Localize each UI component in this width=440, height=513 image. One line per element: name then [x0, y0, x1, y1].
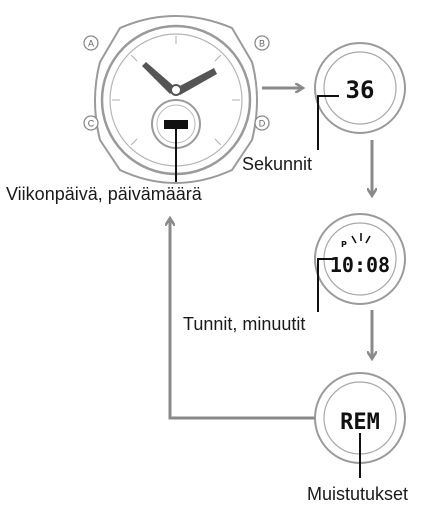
pm-indicator: P [341, 240, 347, 249]
subdial-time: P 10:08 [314, 213, 406, 312]
time-callout-line [317, 258, 334, 312]
caption-reminders: Muistutukset [307, 484, 409, 504]
svg-text:B: B [259, 39, 265, 49]
arrow-return-to-watch [170, 219, 315, 420]
watch-minute-marks [112, 36, 240, 146]
dial-display [164, 120, 188, 129]
reminder-display: REM [340, 410, 380, 435]
watch-hands [142, 62, 217, 96]
seconds-display: 36 [346, 76, 375, 104]
svg-text:A: A [88, 39, 94, 49]
flow-arrows [170, 88, 372, 420]
seconds-callout-line [317, 95, 339, 150]
caption-time: Tunnit, minuutit [183, 314, 306, 334]
button-a-icon: A [83, 35, 99, 51]
watch-buttons: A B C D [83, 35, 270, 131]
caption-weekday-date: Viikonpäivä, päivämäärä [6, 184, 202, 204]
svg-text:D: D [259, 119, 266, 129]
caption-seconds: Sekunnit [242, 154, 313, 174]
flash-indicator-icon [351, 233, 371, 244]
watch-face [94, 15, 258, 184]
subdial-seconds: 36 [314, 42, 406, 150]
button-c-icon: C [83, 115, 99, 131]
time-display: 10:08 [330, 253, 390, 277]
subdial-reminders: REM [314, 372, 406, 478]
button-d-icon: D [254, 115, 270, 131]
svg-text:C: C [88, 119, 95, 129]
button-b-icon: B [254, 35, 270, 51]
